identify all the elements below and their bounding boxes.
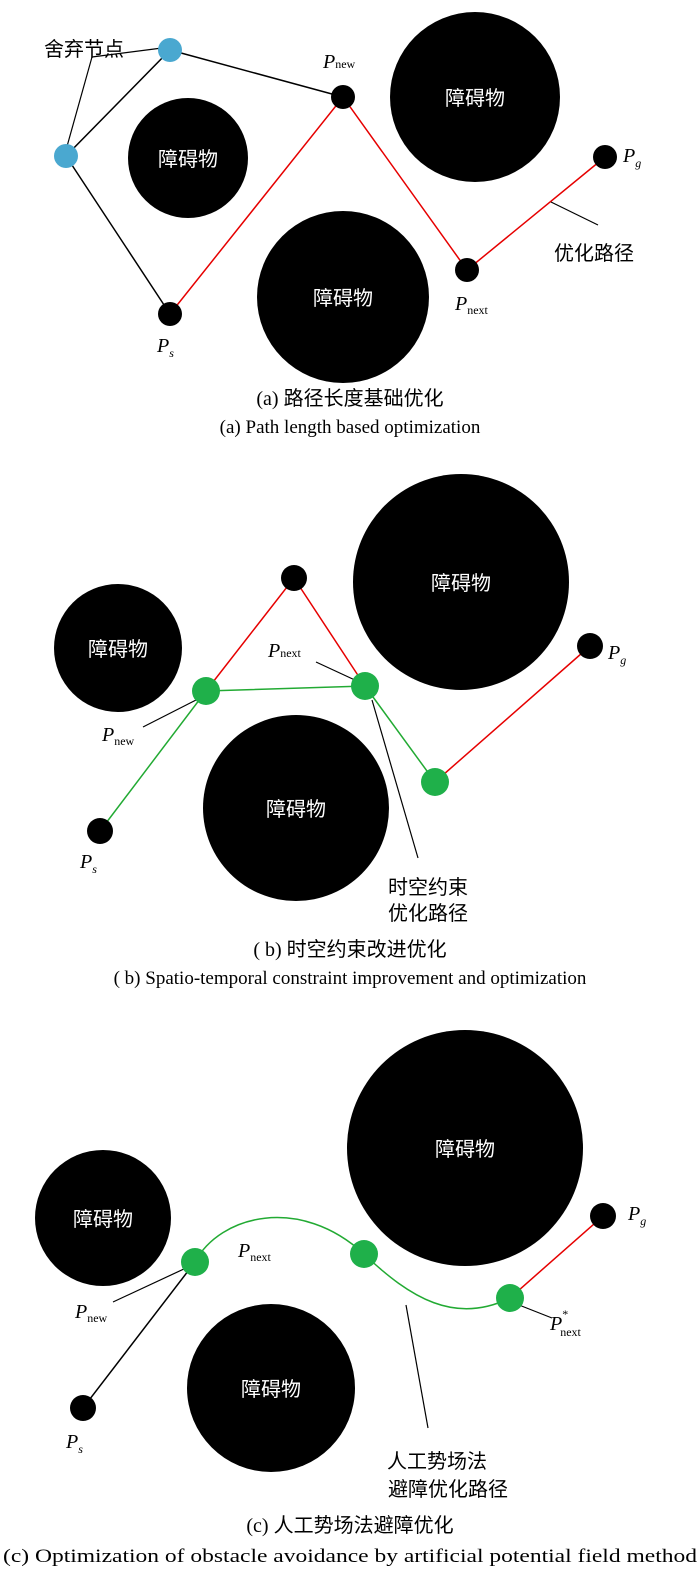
label-pnext-a: Pnext bbox=[454, 293, 489, 317]
label-pnew-a: Pnew bbox=[322, 51, 356, 73]
obstacle-a3 bbox=[257, 211, 429, 383]
label-ps-c: Ps bbox=[65, 1431, 83, 1456]
obstacle-label-b3: 障碍物 bbox=[266, 797, 326, 821]
caption-c-cn: (c) 人工势场法避障优化 bbox=[246, 1514, 453, 1537]
st-path-label-2: 优化路径 bbox=[388, 901, 468, 925]
leader-st-path bbox=[371, 699, 419, 859]
leader-apf-path bbox=[405, 1304, 429, 1429]
node-pnextstar-c bbox=[496, 1284, 524, 1312]
node-ps-b bbox=[87, 818, 113, 844]
node-pnew-c bbox=[181, 1248, 209, 1276]
node-discarded-b bbox=[281, 565, 307, 591]
obstacle-b3 bbox=[203, 715, 389, 901]
label-pg-c: Pg bbox=[627, 1203, 646, 1228]
obstacle-label-c1: 障碍物 bbox=[73, 1207, 133, 1231]
red-path-c bbox=[509, 1215, 604, 1299]
node-pg-c bbox=[590, 1203, 616, 1229]
caption-c-en: (c) Optimization of obstacle avoidance b… bbox=[3, 1546, 698, 1567]
discarded-node-top bbox=[158, 38, 182, 62]
apf-path-label-2: 避障优化路径 bbox=[388, 1477, 508, 1501]
obstacle-label-a3: 障碍物 bbox=[313, 286, 373, 310]
obstacle-label-a2: 障碍物 bbox=[445, 86, 505, 110]
node-pnext-b bbox=[351, 672, 379, 700]
st-path-label-1: 时空约束 bbox=[388, 875, 468, 899]
original-path-a bbox=[65, 49, 344, 315]
label-ps-a: Ps bbox=[156, 335, 174, 360]
label-pg-b: Pg bbox=[607, 642, 626, 667]
obstacle-label-c2: 障碍物 bbox=[435, 1137, 495, 1161]
optimized-path-a bbox=[169, 95, 606, 315]
label-pnextstar-c: P*next bbox=[549, 1307, 582, 1339]
discarded-node-left bbox=[54, 144, 78, 168]
caption-b-en: ( b) Spatio-temporal constraint improvem… bbox=[114, 968, 587, 989]
leader-pnew-c bbox=[112, 1267, 187, 1303]
label-pnext-b: Pnext bbox=[267, 640, 302, 662]
leader-pnext-b bbox=[315, 661, 358, 682]
label-pnew-c: Pnew bbox=[74, 1301, 108, 1325]
node-pnext-c bbox=[350, 1240, 378, 1268]
panel-a: 障碍物 障碍物 障碍物 舍弃节点 优化路径 Pnew Pnext Pg Ps (… bbox=[44, 12, 641, 438]
caption-a-en: (a) Path length based optimization bbox=[220, 417, 481, 438]
caption-a-cn: (a) 路径长度基础优化 bbox=[256, 387, 443, 410]
caption-b-cn: ( b) 时空约束改进优化 bbox=[253, 938, 446, 961]
label-pg-a: Pg bbox=[622, 145, 641, 170]
node-pnew-a bbox=[331, 85, 355, 109]
node-green-b3 bbox=[421, 768, 449, 796]
obstacle-b2 bbox=[353, 474, 569, 690]
obstacle-c2 bbox=[347, 1030, 583, 1266]
node-pg-b bbox=[577, 633, 603, 659]
red-path-b-end bbox=[434, 645, 591, 783]
green-path-b bbox=[99, 685, 436, 832]
node-ps-a bbox=[158, 302, 182, 326]
leader-discard-1 bbox=[65, 56, 93, 151]
obstacle-label-a1: 障碍物 bbox=[158, 147, 218, 171]
leader-pnew-b bbox=[142, 698, 199, 728]
node-pnext-a bbox=[455, 258, 479, 282]
obstacle-label-b2: 障碍物 bbox=[431, 571, 491, 595]
optimized-path-label-a: 优化路径 bbox=[554, 241, 634, 265]
discarded-nodes-label: 舍弃节点 bbox=[44, 37, 124, 61]
black-path-c bbox=[82, 1261, 196, 1409]
obstacle-b1 bbox=[54, 584, 182, 712]
panel-b: 障碍物 障碍物 障碍物 Pnext Pnew Pg Ps 时空约束 优化路径 (… bbox=[54, 474, 626, 989]
label-ps-b: Ps bbox=[79, 851, 97, 876]
obstacle-a2 bbox=[390, 12, 560, 182]
leader-pnextstar bbox=[518, 1304, 553, 1319]
apf-path-label-1: 人工势场法 bbox=[387, 1449, 487, 1473]
node-ps-c bbox=[70, 1395, 96, 1421]
obstacle-c3 bbox=[187, 1304, 355, 1472]
label-pnext-c: Pnext bbox=[237, 1240, 272, 1264]
node-pg-a bbox=[593, 145, 617, 169]
node-pnew-b bbox=[192, 677, 220, 705]
panel-c: 障碍物 障碍物 障碍物 Pnext Pnew Pg Ps P*next 人工势场… bbox=[3, 1030, 698, 1567]
leader-discard-2 bbox=[91, 47, 163, 58]
leader-optimized bbox=[550, 201, 599, 226]
obstacle-a1 bbox=[128, 98, 248, 218]
obstacle-label-b1: 障碍物 bbox=[88, 637, 148, 661]
obstacle-label-c3: 障碍物 bbox=[241, 1377, 301, 1401]
obstacle-c1 bbox=[35, 1150, 171, 1286]
label-pnew-b: Pnew bbox=[101, 724, 135, 748]
